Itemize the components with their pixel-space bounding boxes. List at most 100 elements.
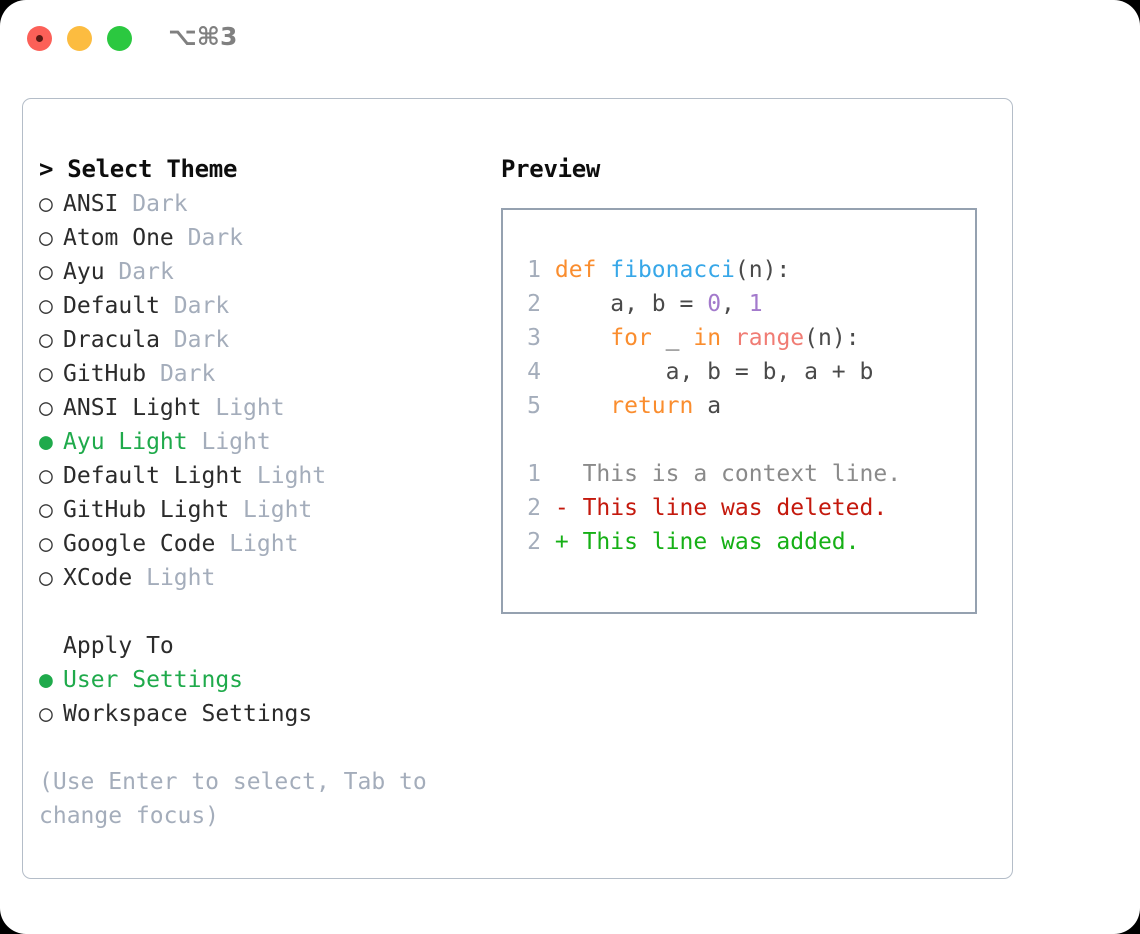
title-bar: ⌥⌘3 [0,0,1140,78]
diff-text: This line was deleted. [582,495,888,521]
diff-text: This line was added. [582,529,860,555]
code-line-number: 5 [527,393,541,419]
theme-option-label: XCode [63,565,133,591]
theme-option-category: Light [229,531,299,557]
code-token-txt: (n): [804,325,860,351]
theme-option-ayu-light[interactable]: ● Ayu Light Light [39,425,489,459]
radio-unselected-icon: ○ [39,531,53,557]
preview-header: Preview [501,155,601,183]
radio-unselected-icon: ○ [39,259,53,285]
theme-option-atom-one[interactable]: ○ Atom One Dark [39,221,489,255]
theme-option-default-light[interactable]: ○ Default Light Light [39,459,489,493]
radio-unselected-icon: ○ [39,463,53,489]
code-token-txt [721,325,735,351]
theme-option-label: ANSI Light [63,395,202,421]
theme-option-github-light[interactable]: ○GitHub Light Light [39,493,489,527]
theme-option-category: Light [256,463,327,489]
apply-to-option-label: User Settings [63,667,244,693]
code-token-kw: for [610,325,652,351]
theme-option-label: Atom One [63,225,174,251]
diff-marker [555,461,583,487]
code-token-num: 1 [748,291,763,317]
radio-unselected-icon: ○ [39,225,53,251]
code-line-number: 3 [527,325,541,351]
theme-option-list: ○ ANSI Dark ○ Atom One Dark ○ Ayu Dark ○ Defaul… [39,187,489,595]
theme-option-label: Ayu Light [63,429,188,455]
radio-unselected-icon: ○ [39,191,53,217]
code-token-txt [555,325,610,351]
code-token-txt: _ [651,325,694,351]
theme-option-label: GitHub [63,361,147,387]
diff-line-ctx: 1 This is a context line. [515,457,901,491]
code-line-number: 2 [527,291,541,317]
radio-unselected-icon: ○ [39,361,53,387]
radio-unselected-icon: ○ [39,293,53,319]
close-window-button[interactable] [27,26,52,51]
theme-option-label: ANSI [63,191,119,217]
keyboard-shortcut-label: ⌥⌘3 [168,22,238,51]
diff-marker: + [554,529,583,555]
theme-option-xcode[interactable]: ○XCode Light [39,561,489,595]
apply-to-option-list: ● User Settings ○ Workspace Settings [39,663,489,731]
code-line: 1 def fibonacci(n): [515,253,901,287]
code-token-txt: (n): [734,257,791,283]
theme-option-dracula[interactable]: ○Dracula Dark [39,323,489,357]
diff-text: This is a context line. [582,461,902,487]
radio-unselected-icon: ○ [39,395,53,421]
theme-selection-column: > Select Theme ○ANSI Dark○Atom One Dark○… [39,151,489,833]
theme-option-label: Dracula [63,327,160,353]
apply-to-option-workspace-settings[interactable]: ○ Workspace Settings [39,697,489,731]
radio-unselected-icon: ○ [39,701,53,727]
theme-option-label: GitHub Light [63,497,230,523]
apply-to-header: Apply To [63,633,174,659]
diff-marker: - [554,495,583,521]
theme-option-category: Dark [187,225,244,251]
main-panel: > Select Theme ○ANSI Dark○Atom One Dark○… [22,98,1013,879]
code-line-number: 1 [527,257,541,283]
code-token-kw: return [610,393,694,419]
code-token-txt [555,393,610,419]
theme-option-label: Ayu [63,259,105,285]
theme-option-category: Dark [173,327,230,353]
theme-option-category: Light [215,395,285,421]
code-token-call: range [734,325,805,351]
theme-option-default[interactable]: ○ Default Dark [39,289,489,323]
apply-to-option-label: Workspace Settings [63,701,313,727]
select-theme-header: > Select Theme [39,155,238,183]
code-token-txt: a [693,393,722,419]
radio-unselected-icon: ○ [39,497,53,523]
theme-option-github[interactable]: ○GitHub Dark [39,357,489,391]
diff-line-number: 2 [527,495,541,521]
radio-selected-icon: ● [39,429,53,455]
code-line: 3 for _ in range(n): [515,321,901,355]
code-token-txt: a, b = b, a + b [554,359,874,385]
diff-line-add: 2 + This line was added. [515,525,901,559]
theme-option-google-code[interactable]: ○ Google Code Light [39,527,489,561]
minimize-window-button[interactable] [67,26,92,51]
diff-line-del: 2 - This line was deleted. [515,491,901,525]
theme-option-label: Google Code [63,531,216,557]
diff-line-number: 2 [527,529,541,555]
apply-to-option-user-settings[interactable]: ● User Settings [39,663,489,697]
theme-option-category: Dark [173,293,230,319]
code-token-txt: a, b = [554,291,708,317]
preview-column: Preview 1 def fibonacci(n):2 a, b = 0, 1… [501,151,1001,614]
theme-option-label: Default Light [63,463,244,489]
radio-selected-icon: ● [39,667,53,693]
code-line: 2 a, b = 0, 1 [515,287,901,321]
theme-option-ansi-light[interactable]: ○ ANSI Light Light [39,391,489,425]
theme-option-ansi[interactable]: ○ ANSI Dark [39,187,489,221]
theme-option-category: Dark [118,259,174,285]
code-token-num: 0 [707,291,722,317]
theme-option-category: Dark [132,191,188,217]
code-line: 4 a, b = b, a + b [515,355,901,389]
code-token-txt: , [721,291,749,317]
code-spacer [515,423,901,457]
theme-option-label: Default [63,293,160,319]
maximize-window-button[interactable] [107,26,132,51]
theme-option-category: Light [201,429,271,455]
theme-option-ayu[interactable]: ○ Ayu Dark [39,255,489,289]
